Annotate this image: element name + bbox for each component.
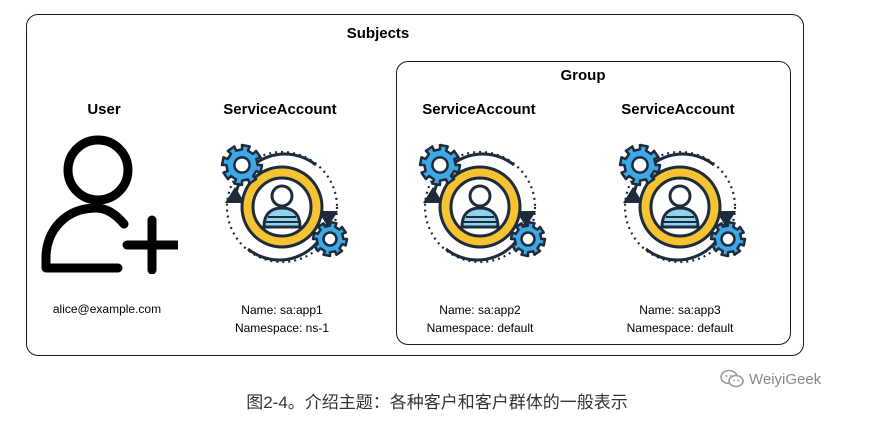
service-account-3-namespace: Namespace: default [626, 321, 734, 335]
user-title: User [87, 101, 121, 118]
wechat-icon [720, 369, 744, 388]
user-add-icon [41, 135, 178, 274]
service-account-1-title: ServiceAccount [223, 101, 337, 118]
service-account-1-namespace: Namespace: ns-1 [234, 321, 330, 335]
service-account-gear-icon [220, 143, 349, 264]
service-account-2-name: Name: sa:app2 [439, 303, 521, 317]
user-email: alice@example.com [52, 302, 162, 316]
service-account-3-title: ServiceAccount [621, 101, 735, 118]
service-account-2-namespace: Namespace: default [426, 321, 534, 335]
watermark-text: WeiyiGeek [749, 370, 822, 388]
subjects-box [26, 14, 804, 356]
service-account-3-name: Name: sa:app3 [639, 303, 721, 317]
service-account-1-name: Name: sa:app1 [241, 303, 323, 317]
watermark: WeiyiGeek [720, 369, 821, 389]
service-account-2-title: ServiceAccount [422, 101, 536, 118]
group-title: Group [560, 67, 606, 84]
subjects-title: Subjects [346, 25, 410, 42]
figure-caption: 图2-4。介绍主题：各种客户和客户群体的一般表示 [246, 393, 628, 412]
group-box [396, 61, 791, 345]
service-account-gear-icon [418, 143, 547, 264]
service-account-gear-icon [618, 143, 747, 264]
